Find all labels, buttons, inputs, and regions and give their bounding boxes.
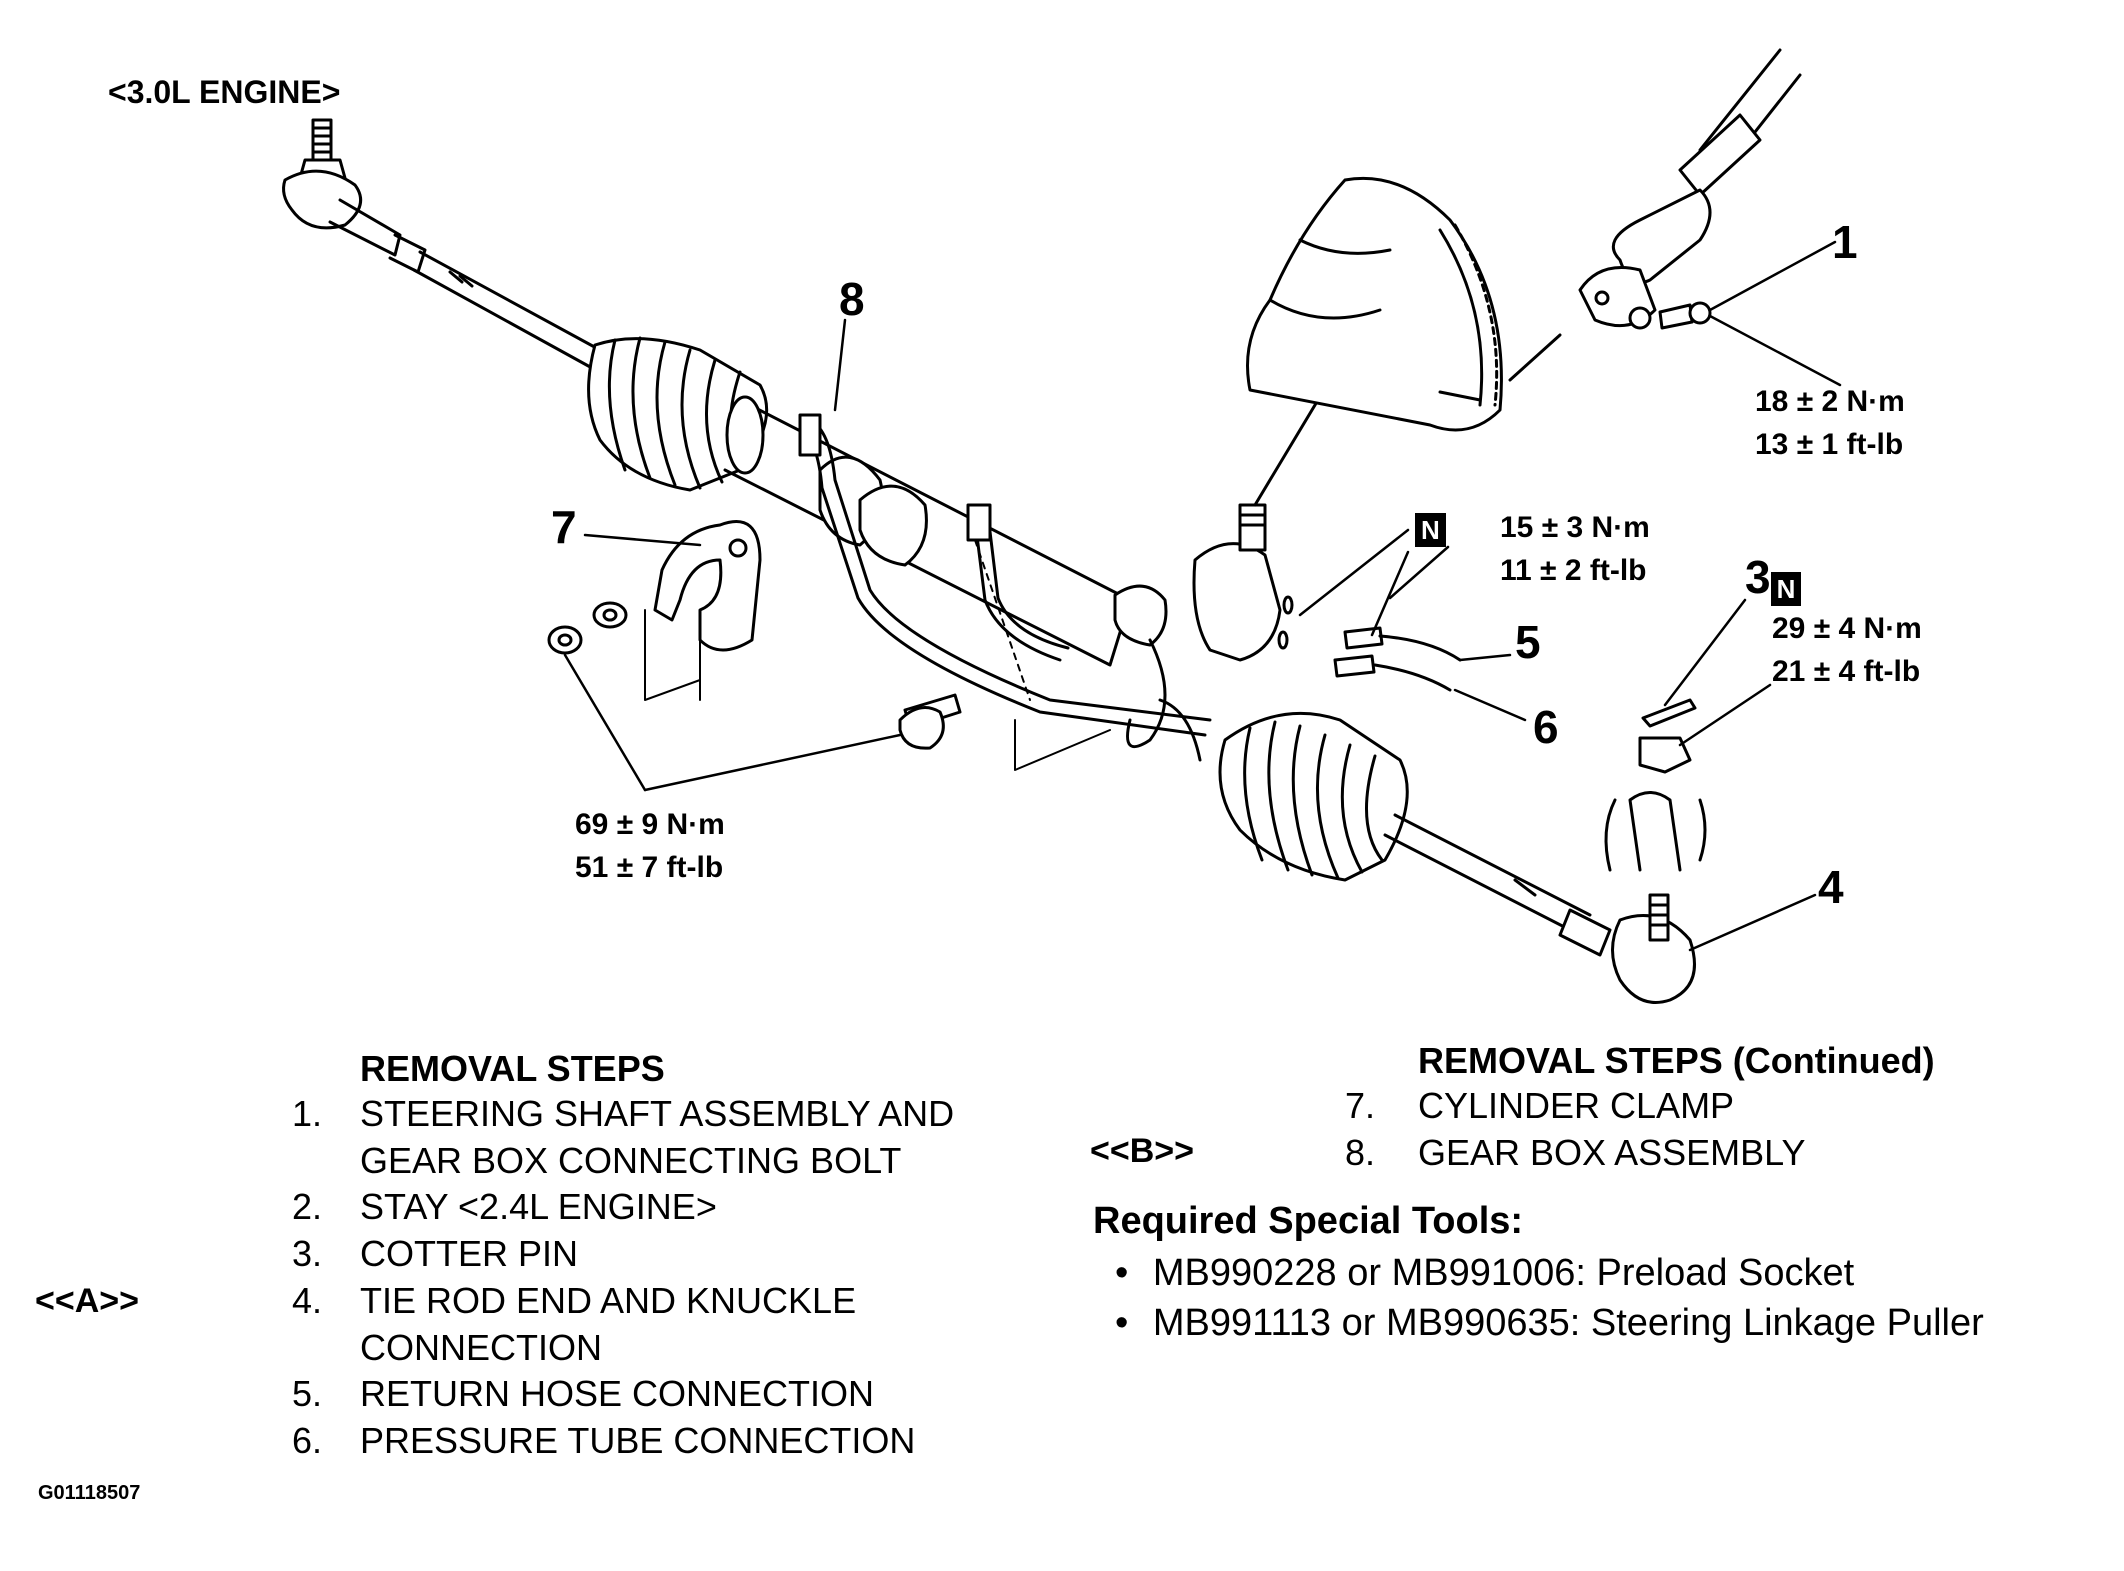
torque-7-nm: 69 ± 9 N·m [575, 808, 725, 841]
step-text: CYLINDER CLAMP [1418, 1085, 1735, 1126]
torque-7-ft: 51 ± 7 ft-lb [575, 851, 724, 884]
special-tool-item: • MB990228 or MB991006: Preload Socket [1115, 1252, 1854, 1295]
procedure-code-a: <<A>> [35, 1282, 139, 1320]
right-tie-rod-end [1558, 893, 1696, 1004]
steering-shaft [1578, 48, 1802, 328]
step-text: GEAR BOX CONNECTING BOLT [360, 1140, 902, 1181]
cylinder-clamp [653, 520, 762, 652]
torque-spec-3: 29 ± 4 N·m 21 ± 4 ft-lb [1772, 607, 1922, 693]
callout-5: 5 [1515, 616, 1541, 668]
torque-spec-5: 15 ± 3 N·m 11 ± 2 ft-lb [1500, 506, 1650, 592]
step-number: 5. [292, 1373, 323, 1414]
step-number: 7. [1345, 1085, 1376, 1126]
torque-1-nm: 18 ± 2 N·m [1755, 385, 1905, 418]
rack-housing [723, 395, 1132, 667]
step-text: RETURN HOSE CONNECTION [360, 1373, 875, 1414]
callout-4: 4 [1818, 861, 1844, 913]
knuckle [1604, 791, 1707, 872]
removal-steps-heading: REMOVAL STEPS [360, 1048, 665, 1089]
torque-5-ft: 11 ± 2 ft-lb [1500, 554, 1647, 587]
torque-spec-1: 18 ± 2 N·m 13 ± 1 ft-lb [1755, 380, 1905, 466]
step-text: PRESSURE TUBE CONNECTION [360, 1420, 916, 1461]
right-tie-rod [1383, 813, 1592, 937]
left-tie-rod [412, 250, 602, 370]
torque-3-nm: 29 ± 4 N·m [1772, 612, 1922, 645]
callout-1: 1 [1832, 216, 1858, 268]
removal-steps-continued-heading: REMOVAL STEPS (Continued) [1418, 1040, 1935, 1081]
step-number: 6. [292, 1420, 323, 1461]
torque-spec-7: 69 ± 9 N·m 51 ± 7 ft-lb [575, 803, 725, 889]
step-number: 4. [292, 1280, 323, 1321]
step-number: 2. [292, 1186, 323, 1227]
callout-6: 6 [1533, 701, 1559, 753]
callout-7: 7 [551, 501, 577, 553]
figure-id: G01118507 [38, 1482, 141, 1504]
clamp-nuts [547, 601, 628, 655]
torque-3-ft: 21 ± 4 ft-lb [1772, 655, 1921, 688]
torque-1-ft: 13 ± 1 ft-lb [1755, 428, 1904, 461]
bullet-icon: • [1115, 1252, 1129, 1294]
step-text: STAY <2.4L ENGINE> [360, 1186, 717, 1227]
step-text: COTTER PIN [360, 1233, 579, 1274]
shaft-to-cover-leader [1508, 333, 1562, 382]
step-text: STEERING SHAFT ASSEMBLY AND [360, 1093, 955, 1134]
column-dust-cover [1246, 176, 1503, 432]
callout-3: 3 [1745, 551, 1771, 603]
pinion-housing [1113, 503, 1282, 762]
special-tools-heading: Required Special Tools: [1093, 1200, 1524, 1242]
step-number: 1. [292, 1093, 323, 1134]
step-number: 8. [1345, 1132, 1376, 1173]
left-boot [587, 336, 769, 492]
step-text: CONNECTION [360, 1327, 602, 1368]
engine-variant-label: <3.0L ENGINE> [108, 74, 341, 110]
callout-8: 8 [839, 273, 865, 325]
bullet-icon: • [1115, 1302, 1129, 1344]
tool-text: MB991113 or MB990635: Steering Linkage P… [1152, 1302, 1984, 1344]
n-badge-oring: N [1415, 513, 1446, 547]
joint-bolt [1628, 301, 1712, 330]
torque-5-nm: 15 ± 3 N·m [1500, 511, 1650, 544]
step-text: GEAR BOX ASSEMBLY [1418, 1132, 1806, 1173]
step-number: 3. [292, 1233, 323, 1274]
special-tool-item: • MB991113 or MB990635: Steering Linkage… [1115, 1302, 1984, 1345]
pressure-tubes [798, 413, 1212, 737]
clamp-bolt [898, 693, 962, 750]
n-badge-cotter: N [1770, 571, 1802, 606]
n-badge-oring-group: N [1415, 513, 1446, 547]
leader-lines [563, 240, 1842, 952]
procedure-code-b: <<B>> [1090, 1132, 1194, 1170]
right-boot [1218, 711, 1409, 882]
alignment-lines [644, 539, 1111, 771]
tool-text: MB990228 or MB991006: Preload Socket [1152, 1252, 1855, 1294]
castle-nut [1638, 698, 1697, 774]
step-text: TIE ROD END AND KNUCKLE [360, 1280, 857, 1321]
left-tie-rod-end [282, 118, 427, 274]
